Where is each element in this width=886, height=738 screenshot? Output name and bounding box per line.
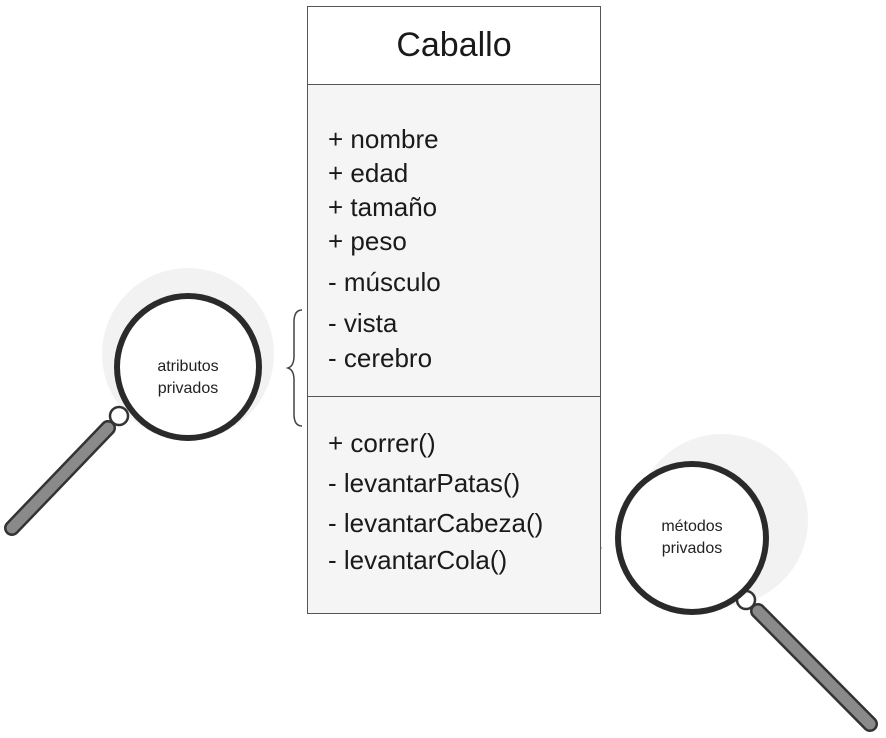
private-methods-line1: métodos [661, 518, 723, 535]
attributes-compartment: + nombre + edad + tamaño + peso - múscul… [308, 85, 600, 397]
attribute-item: - músculo [328, 267, 441, 297]
attribute-item: + nombre [328, 124, 439, 154]
method-item: - levantarCabeza() [328, 508, 544, 538]
private-methods-label: métodos privados [632, 516, 752, 560]
attributes-brace [285, 309, 303, 427]
magnifying-glass-icon [4, 293, 262, 536]
private-attributes-line2: privados [157, 380, 219, 397]
attribute-item: + edad [328, 158, 409, 188]
attribute-item: + tamaño [328, 192, 438, 222]
methods-compartment: + correr() - levantarPatas() - levantarC… [308, 397, 600, 613]
magnifying-glass-icon [615, 461, 878, 732]
private-attributes-line1: atributos [157, 358, 219, 375]
attribute-item: - vista [328, 308, 398, 338]
class-name: Caballo [396, 26, 512, 64]
class-name-compartment: Caballo [308, 7, 600, 85]
private-attributes-label: atributos privados [128, 356, 248, 400]
private-methods-line2: privados [661, 540, 723, 557]
method-item: + correr() [328, 428, 436, 458]
class-box: Caballo + nombre + edad + tamaño + peso … [307, 6, 601, 614]
method-item: - levantarCola() [328, 545, 508, 575]
attribute-item: + peso [328, 226, 407, 256]
method-item: - levantarPatas() [328, 468, 521, 498]
attribute-item: - cerebro [328, 343, 433, 373]
